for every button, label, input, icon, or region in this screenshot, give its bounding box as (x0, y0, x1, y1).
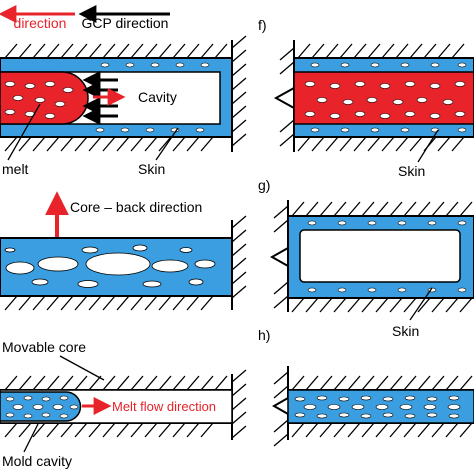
gcp-pressure-arrows (82, 71, 118, 125)
melt-bubbles (304, 81, 466, 119)
gate-nozzle (273, 87, 295, 109)
panel-f-letter: f) (258, 17, 267, 33)
mold-cavity-label: Mold cavity (2, 453, 72, 469)
melt-leader (7, 103, 41, 161)
panel-top-left: direction GCP direction (0, 5, 247, 177)
melt-flow-label: Melt flow direction (112, 399, 216, 414)
skin-label: Skin (392, 323, 419, 339)
gate-nozzle (271, 397, 289, 415)
melt-direction-label: direction (14, 15, 67, 31)
gcp-direction-label: GCP direction (82, 15, 169, 31)
cavity-label: Cavity (138, 89, 177, 105)
skin-label: Skin (138, 161, 165, 177)
skin-bubbles (95, 62, 210, 133)
foam-bubbles (294, 395, 461, 419)
skin-label: Skin (398, 163, 425, 179)
movable-core-leader (59, 355, 105, 381)
expanded-cavity (299, 229, 461, 283)
gate-nozzle (269, 247, 289, 267)
skin-leader (409, 287, 433, 321)
skin-leader (155, 127, 179, 161)
foamed-core-bubbles (4, 244, 216, 288)
skin-bubbles (310, 62, 467, 133)
panel-g-letter: g) (258, 177, 270, 193)
panel-mid-left: Core – back direction (0, 191, 247, 311)
melt-bubbles (5, 395, 79, 419)
core-back-label: Core – back direction (70, 199, 202, 215)
panel-h-letter: h) (258, 327, 270, 343)
panel-bottom-left: Movable core Melt flow direction Mold ca… (0, 339, 247, 469)
panel-g: g) Skin (258, 177, 474, 339)
skin-leader (417, 129, 439, 163)
panel-f: f) (258, 17, 474, 179)
panel-h: h) (258, 327, 474, 447)
melt-label: melt (2, 161, 29, 177)
movable-core-label: Movable core (2, 339, 86, 355)
mold-cavity-leader (23, 423, 39, 453)
